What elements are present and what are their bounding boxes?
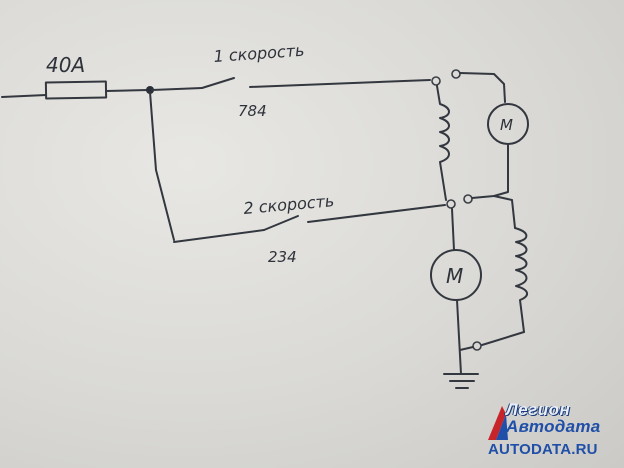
bottom-link bbox=[459, 346, 474, 351]
main-motor-letter: М bbox=[446, 264, 463, 288]
fuse-to-junction-wire bbox=[105, 89, 149, 92]
terminal-mid-right bbox=[463, 194, 473, 204]
small-motor-bottom-wire bbox=[493, 143, 509, 197]
speed1-pins-label: 784 bbox=[238, 102, 267, 120]
input-wire bbox=[1, 94, 47, 98]
resistor2-top-wire bbox=[493, 195, 516, 229]
speed2-wire-right bbox=[307, 204, 446, 223]
watermark-line3: AUTODATA.RU bbox=[488, 441, 598, 458]
ground-symbol bbox=[443, 373, 479, 389]
speed1-label: 1 скорость bbox=[213, 41, 305, 66]
speed1-wire-right bbox=[249, 79, 431, 88]
fuse-body bbox=[44, 80, 108, 100]
watermark-line2: Автодата bbox=[506, 417, 601, 436]
resistor2-bottom-wire bbox=[481, 331, 525, 346]
speed2-wire-down bbox=[149, 91, 175, 241]
terminal-bottom bbox=[472, 341, 482, 351]
speed2-switch bbox=[263, 215, 299, 231]
logo-arrow-icon bbox=[488, 406, 508, 440]
speed2-wire-bottom bbox=[173, 229, 265, 243]
watermark-logo: Легион Автодата AUTODATA.RU bbox=[484, 400, 620, 464]
speed1-wire-left bbox=[151, 87, 203, 91]
speed1-switch bbox=[201, 77, 235, 89]
junction-dot-left bbox=[146, 86, 154, 94]
mid-right-link bbox=[471, 195, 495, 199]
speed1-terminal bbox=[431, 76, 441, 86]
main-motor-top-wire bbox=[451, 208, 455, 251]
small-motor-top-wire bbox=[459, 72, 506, 103]
resistor2-coil bbox=[514, 227, 528, 333]
watermark-line1: Легион bbox=[506, 400, 571, 419]
speed2-pins-label: 234 bbox=[268, 248, 297, 266]
fuse-rating-label: 40А bbox=[46, 53, 85, 77]
main-motor-bottom-wire bbox=[456, 299, 462, 375]
terminal-mid-node bbox=[446, 199, 456, 209]
small-motor-letter: М bbox=[500, 116, 513, 134]
speed2-label: 2 скорость bbox=[243, 191, 335, 218]
terminal-top-right bbox=[451, 69, 461, 79]
resistor1-coil bbox=[436, 85, 450, 201]
